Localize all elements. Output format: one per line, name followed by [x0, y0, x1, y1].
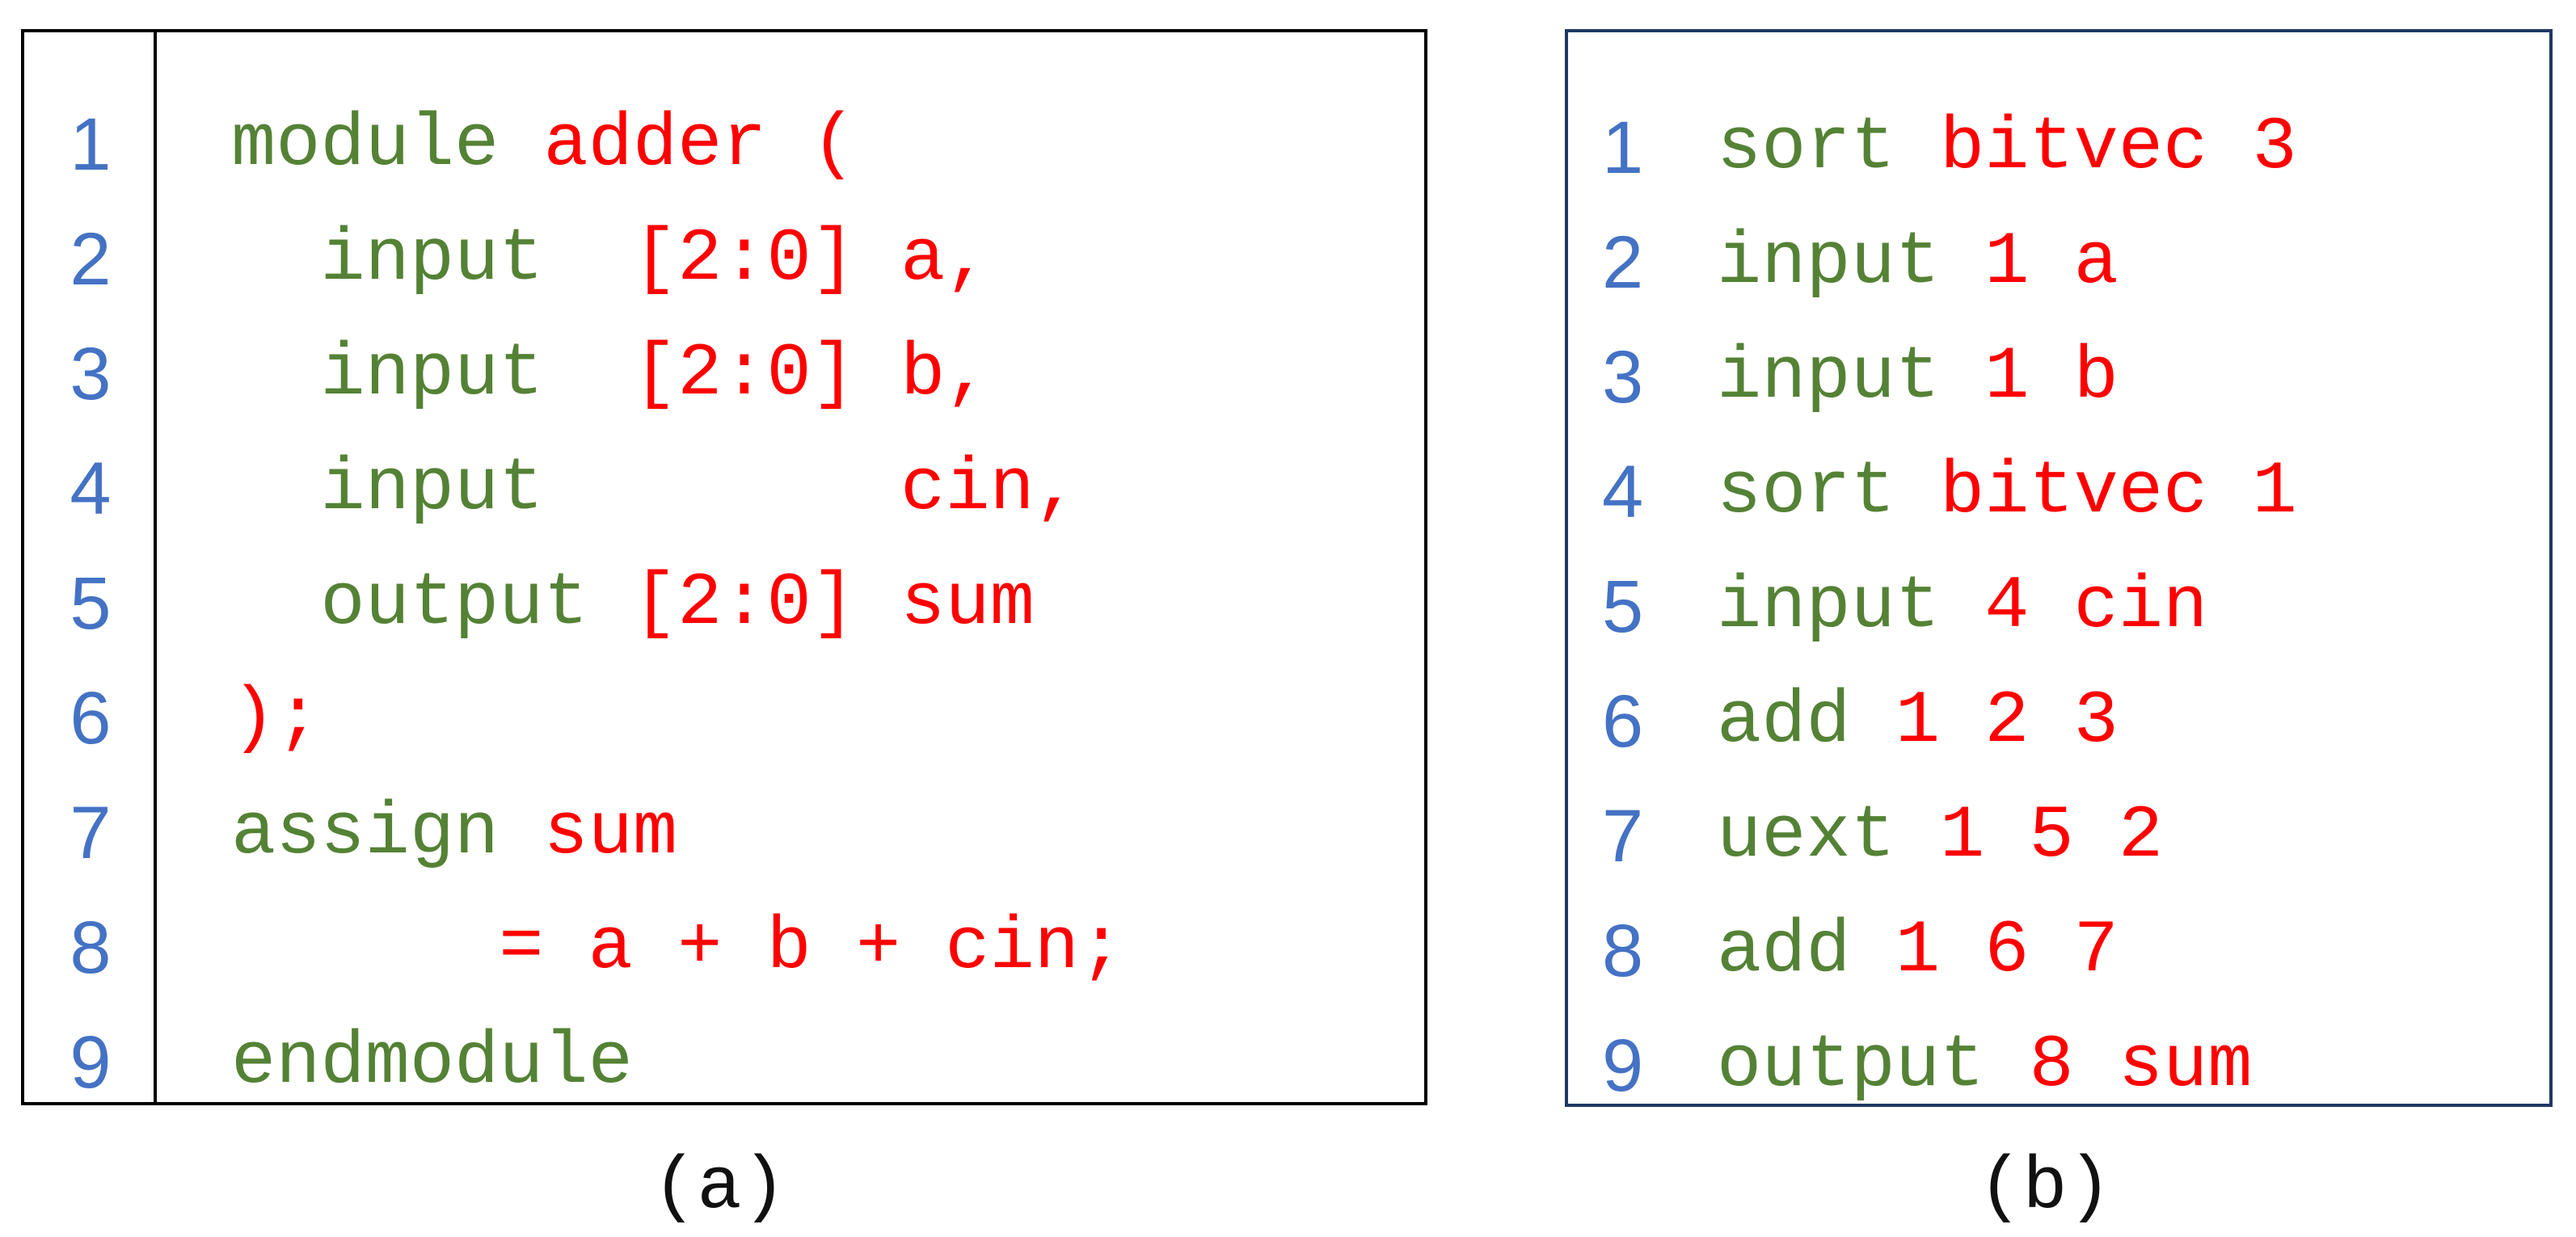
caption-b: (b)	[1978, 1145, 2112, 1230]
code-line: input 4 cin	[1717, 549, 2207, 664]
line-number: 3	[1602, 336, 1644, 419]
code-operand: sum	[543, 790, 678, 875]
code-operand: [2:0] a,	[632, 217, 990, 301]
line-number: 4	[1602, 451, 1644, 533]
code-keyword: input	[231, 217, 633, 301]
code-line: input cin,	[231, 431, 1079, 546]
code-operand: [2:0] b,	[632, 331, 990, 416]
line-number: 1	[1602, 107, 1644, 189]
code-keyword: input	[1717, 220, 1985, 305]
line-number: 2	[70, 218, 112, 301]
line-number: 7	[70, 792, 112, 874]
line-number: 8	[70, 907, 112, 989]
line-number: 5	[70, 562, 112, 645]
code-line: add 1 6 7	[1717, 894, 2119, 1008]
code-line: = a + b + cin;	[231, 890, 1124, 1005]
line-number: 5	[1602, 566, 1644, 648]
code-operand: 1 a	[1984, 220, 2119, 305]
code-operand: = a + b + cin;	[499, 905, 1124, 990]
code-keyword: input	[231, 446, 901, 531]
line-number: 8	[1602, 910, 1644, 992]
verilog-code-panel: 1 module adder ( 2 input [2:0] a, 3 input […	[21, 29, 1427, 1105]
code-keyword: sort	[1717, 105, 1941, 190]
line-number: 6	[70, 677, 112, 759]
code-operand: bitvec 3	[1940, 105, 2297, 190]
code-keyword: output	[231, 561, 633, 646]
line-number: 9	[70, 1021, 112, 1104]
code-keyword: input	[1717, 334, 1985, 419]
code-operand: );	[231, 675, 321, 760]
line-number: 3	[70, 333, 112, 415]
code-line: module adder (	[231, 87, 856, 202]
code-keyword: endmodule	[231, 1020, 633, 1104]
code-keyword: add	[1717, 908, 1895, 993]
code-line: input 1 a	[1717, 205, 2119, 320]
code-operand: cin,	[900, 446, 1079, 531]
code-operand: 1 2 3	[1895, 679, 2119, 764]
code-keyword: output	[1717, 1023, 2030, 1108]
code-keyword: input	[1717, 564, 1985, 649]
code-line: output [2:0] sum	[231, 546, 1035, 661]
btor2-code-panel: 1 sort bitvec 3 2 input 1 a 3 input 1 b 4 sort …	[1565, 29, 2553, 1108]
line-number: 7	[1602, 795, 1644, 877]
code-keyword: uext	[1717, 793, 1941, 878]
code-keyword: assign	[231, 790, 544, 875]
code-operand: 4 cin	[1984, 564, 2208, 649]
line-number: 6	[1602, 680, 1644, 763]
code-operand: 8 sum	[2029, 1023, 2253, 1108]
code-line: input 1 b	[1717, 320, 2119, 435]
line-number: 1	[70, 103, 112, 186]
code-keyword: module	[231, 102, 544, 187]
code-line: endmodule	[231, 1005, 633, 1120]
code-operand: adder (	[543, 102, 856, 187]
code-keyword: input	[231, 331, 633, 416]
code-operand: 1 6 7	[1895, 908, 2119, 993]
line-number: 2	[1602, 221, 1644, 304]
code-keyword	[231, 905, 499, 990]
code-operand: 1 5 2	[1940, 793, 2164, 878]
code-keyword: sort	[1717, 449, 1941, 534]
code-line: );	[231, 661, 320, 776]
caption-a: (a)	[652, 1145, 786, 1230]
code-keyword: add	[1717, 679, 1895, 764]
code-line: add 1 2 3	[1717, 664, 2119, 779]
code-line: input [2:0] a,	[231, 202, 990, 317]
code-operand: [2:0] sum	[632, 561, 1035, 646]
code-line: assign sum	[231, 776, 677, 890]
line-number: 9	[1602, 1025, 1644, 1107]
code-line: sort bitvec 3	[1717, 90, 2297, 205]
code-line: input [2:0] b,	[231, 317, 990, 431]
line-number: 4	[70, 448, 112, 530]
code-operand: bitvec 1	[1940, 449, 2297, 534]
code-line: output 8 sum	[1717, 1008, 2253, 1123]
code-operand: 1 b	[1984, 334, 2119, 419]
code-line: sort bitvec 1	[1717, 435, 2297, 549]
code-line: uext 1 5 2	[1717, 779, 2163, 894]
line-number-gutter	[24, 32, 157, 1102]
